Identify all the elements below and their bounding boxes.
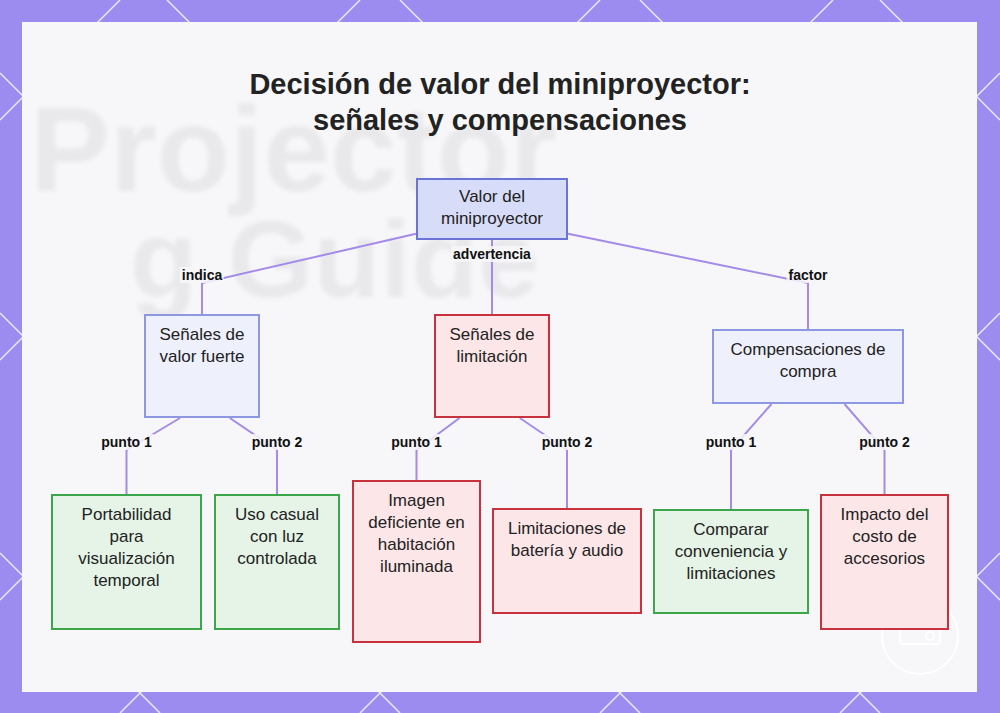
box-text: Imagen deficiente en habitación iluminad… [364, 490, 469, 578]
concept-box: Portabilidad para visualización temporal [51, 494, 202, 630]
edge-label: factor [787, 267, 830, 283]
edge-label: punto 2 [857, 434, 912, 450]
box-text: Portabilidad para visualización temporal [63, 504, 190, 592]
connector-line [731, 404, 772, 509]
edge-label: punto 2 [540, 434, 595, 450]
connector-line [202, 234, 416, 314]
box-text: Señales de valor fuerte [156, 324, 248, 368]
edge-label: punto 1 [99, 434, 154, 450]
concept-box: Señales de valor fuerte [144, 314, 260, 418]
connector-line [568, 234, 808, 329]
concept-box: Impacto del costo de accesorios [820, 494, 949, 630]
connector-line [127, 418, 181, 494]
concept-box: Comparar conveniencia y limitaciones [653, 509, 809, 614]
edge-label: punto 1 [389, 434, 444, 450]
box-text: Señales de limitación [446, 324, 538, 368]
box-text: Compensaciones de compra [724, 339, 892, 383]
box-text: Uso casual con luz controlada [226, 504, 328, 570]
edge-label: punto 2 [250, 434, 305, 450]
concept-box: Compensaciones de compra [712, 329, 904, 404]
edge-label: indica [180, 267, 224, 283]
edge-label: advertencia [451, 246, 533, 262]
box-text: Impacto del costo de accesorios [832, 504, 937, 570]
concept-box: Valor del miniproyector [416, 178, 568, 240]
concept-box: Señales de limitación [434, 314, 550, 418]
concept-box: Uso casual con luz controlada [214, 494, 340, 630]
connector-line [230, 418, 277, 494]
box-text: Limitaciones de batería y audio [504, 518, 630, 562]
connector-line [520, 418, 567, 508]
diagram-title: Decisión de valor del miniproyector: señ… [220, 66, 780, 138]
concept-box: Limitaciones de batería y audio [492, 508, 642, 614]
box-text: Comparar conveniencia y limitaciones [665, 519, 797, 585]
edge-label: punto 1 [704, 434, 759, 450]
concept-box: Imagen deficiente en habitación iluminad… [352, 480, 481, 643]
box-text: Valor del miniproyector [428, 186, 556, 230]
